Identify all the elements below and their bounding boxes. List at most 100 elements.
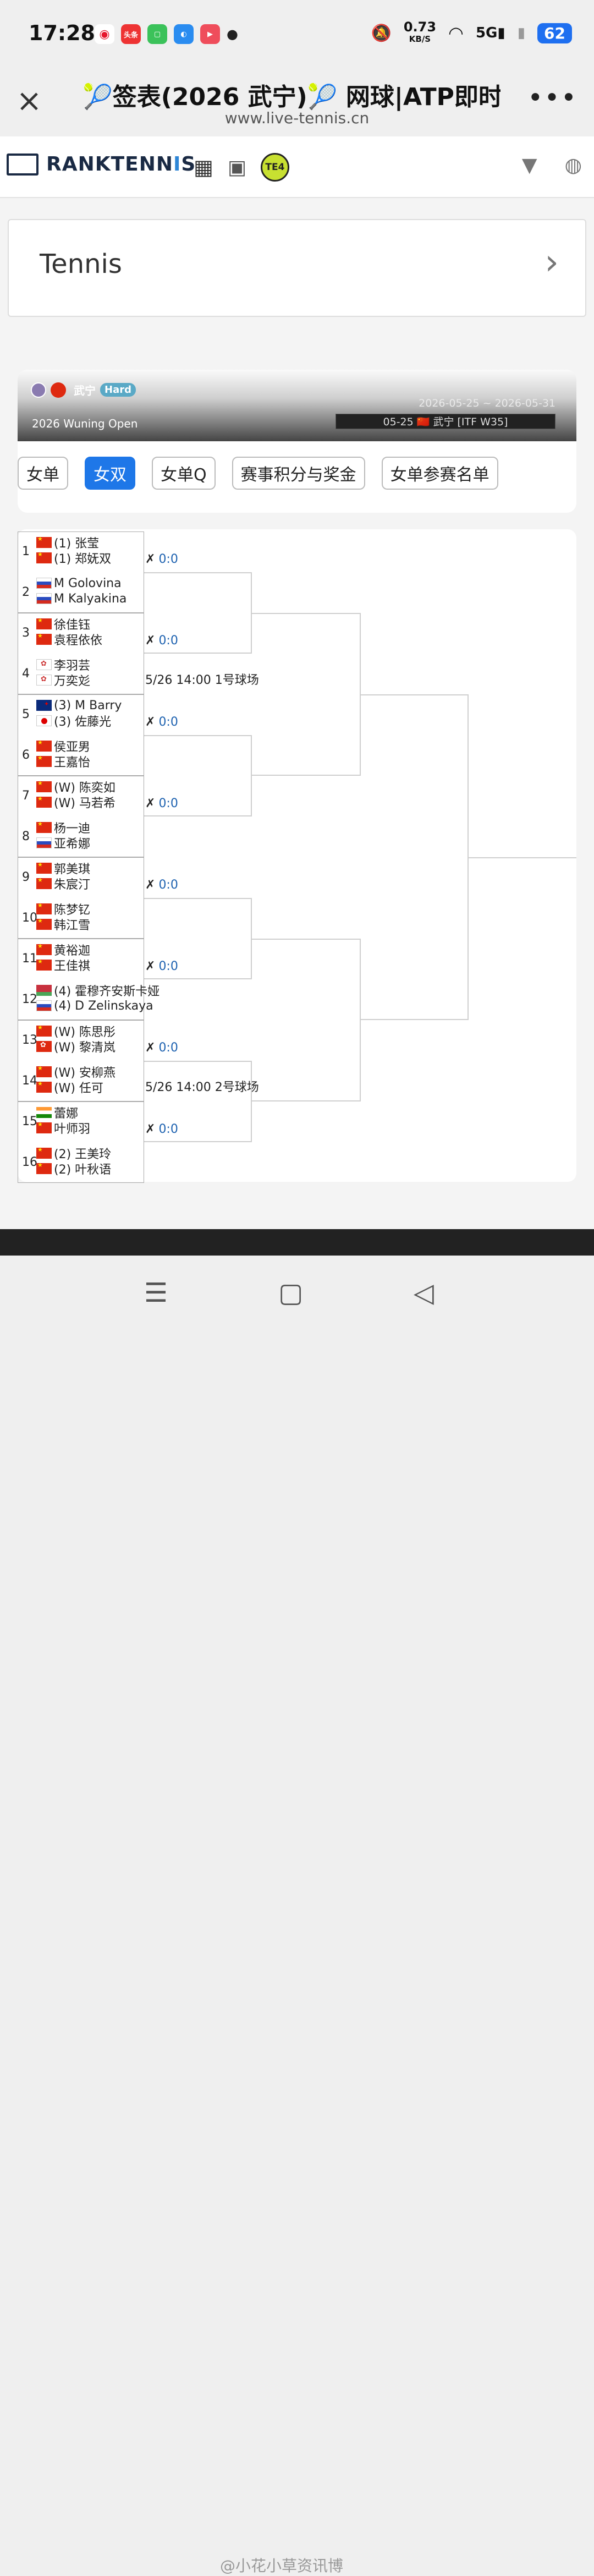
player-entry[interactable]: 万奕彣	[36, 672, 90, 688]
player-entry[interactable]: (W) 陈奕如	[36, 779, 116, 795]
player-entry[interactable]: M Golovina	[36, 576, 122, 591]
player-name: 王嘉怡	[54, 756, 91, 770]
cn-flag-icon	[36, 739, 52, 752]
te4-icon[interactable]: TE4	[260, 153, 289, 182]
match-score[interactable]: ✗0:0	[145, 1122, 178, 1136]
score-value: 0:0	[158, 715, 178, 729]
tennis-link-card[interactable]: Tennis ›	[8, 219, 586, 317]
tab-2[interactable]: 女单Q	[152, 457, 216, 490]
player-entry[interactable]: (W) 任可	[36, 1079, 103, 1095]
player-entry[interactable]: (W) 安柳燕	[36, 1064, 116, 1080]
site-logo[interactable]: RANKTENNIS	[7, 153, 196, 176]
player-entry[interactable]: (4) D Zelinskaya	[36, 998, 153, 1013]
seed-number: 2	[22, 585, 30, 599]
player-entry[interactable]: 黄裕迦	[36, 942, 90, 958]
h2h-icon: ✗	[145, 634, 156, 648]
seed-number: 9	[22, 870, 30, 884]
match-score[interactable]: ✗0:0	[145, 797, 178, 810]
player-entry[interactable]: M Kalyakina	[36, 591, 127, 606]
match-score[interactable]: ✗0:0	[145, 634, 178, 648]
player-entry[interactable]: (1) 张莹	[36, 535, 99, 551]
player-name: 韩江雪	[54, 919, 91, 933]
logo-text: RANKTENNIS	[46, 153, 196, 176]
r1-connector	[144, 735, 252, 816]
tab-3[interactable]: 赛事积分与奖金	[232, 457, 365, 490]
match-box	[18, 939, 144, 1020]
player-entry[interactable]: 韩江雪	[36, 917, 91, 933]
player-entry[interactable]: (3) M Barry	[36, 698, 122, 713]
grid-icon[interactable]: ▦	[194, 155, 213, 179]
player-entry[interactable]: 陈梦钇	[36, 901, 90, 917]
seed-number: 16	[22, 1155, 37, 1169]
player-entry[interactable]: 郭美琪	[36, 861, 90, 876]
player-entry[interactable]: 徐佳钰	[36, 616, 90, 632]
main-content: Tennis › 武宁 Hard 2026-05-25 ~ 2026-05-31…	[0, 198, 594, 1229]
player-name: M Golovina	[54, 576, 122, 590]
player-entry[interactable]: (2) 王美玲	[36, 1146, 111, 1161]
player-entry[interactable]: 杨一迪	[36, 820, 90, 836]
browser-navbar: × 🎾签表(2026 武宁)🎾 网球|ATP即时… www.live-tenni…	[0, 66, 594, 136]
h2h-icon: ✗	[145, 878, 156, 892]
seed-number: 5	[22, 708, 30, 721]
tab-0[interactable]: 女单	[18, 457, 68, 490]
player-name: (2) 王美玲	[54, 1148, 112, 1161]
page-footer	[0, 1229, 594, 1256]
nz-flag-icon	[36, 700, 52, 711]
match-score[interactable]: ✗0:0	[145, 878, 178, 892]
more-menu-icon[interactable]: •••	[527, 83, 578, 113]
ru-flag-icon	[36, 578, 52, 589]
match-score[interactable]: ✗0:0	[145, 552, 178, 566]
cn-flag-icon	[36, 632, 52, 645]
globe-icon[interactable]: ◍	[564, 154, 582, 177]
player-entry[interactable]: (2) 叶秋语	[36, 1161, 111, 1177]
match-schedule: 5/26 14:00 2号球场	[145, 1081, 259, 1094]
player-entry[interactable]: (W) 陈思彤	[36, 1023, 116, 1039]
hk-flag-icon	[36, 1041, 52, 1052]
menu-icon[interactable]: ☰	[144, 1278, 168, 1308]
video-camera-icon[interactable]: ▣	[227, 156, 246, 179]
tab-4[interactable]: 女单参赛名单	[381, 457, 498, 490]
seed-number: 12	[22, 993, 37, 1006]
event-tabs: 女单女双女单Q 赛事积分与奖金女单参赛名单	[18, 457, 498, 490]
cn-flag-icon	[36, 1146, 52, 1159]
tab-1[interactable]: 女双	[85, 457, 135, 490]
chevron-right-icon: ›	[544, 242, 559, 283]
match-score[interactable]: ✗0:0	[145, 960, 178, 973]
player-name: 王佳祺	[54, 960, 91, 973]
player-entry[interactable]: 袁程依依	[36, 632, 102, 648]
page-url: www.live-tennis.cn	[224, 109, 370, 127]
system-navbar: ☰ ▢ ◁ @小花小草资讯博	[0, 1256, 594, 2575]
in-flag-icon	[36, 1107, 52, 1118]
player-entry[interactable]: 亚希娜	[36, 835, 90, 851]
player-name: (W) 黎清岚	[54, 1041, 116, 1055]
tennis-label: Tennis	[40, 249, 122, 279]
signal-icon: 5G▮	[475, 25, 505, 41]
player-entry[interactable]: (W) 马若希	[36, 794, 116, 810]
cn-flag-icon	[36, 958, 52, 971]
home-icon[interactable]: ▢	[278, 1278, 304, 1308]
player-entry[interactable]: 王嘉怡	[36, 754, 91, 770]
weibo-icon: ◉	[95, 24, 114, 44]
player-entry[interactable]: 侯亚男	[36, 738, 90, 754]
tournament-selector[interactable]: 05-25 🇨🇳 武宁 [ITF W35]	[336, 414, 556, 429]
player-entry[interactable]: 叶师羽	[36, 1120, 90, 1136]
brand-part-b: I	[173, 153, 182, 176]
ru-flag-icon	[36, 593, 52, 604]
h2h-icon: ✗	[145, 960, 156, 973]
player-entry[interactable]: (3) 佐藤光	[36, 713, 111, 729]
back-icon[interactable]: ◁	[414, 1278, 434, 1308]
player-entry[interactable]: (W) 黎清岚	[36, 1039, 116, 1055]
player-entry[interactable]: 朱宸汀	[36, 876, 90, 892]
match-box	[18, 776, 144, 857]
player-entry[interactable]: 李羽芸	[36, 657, 90, 673]
player-entry[interactable]: 蕾娜	[36, 1105, 78, 1121]
player-entry[interactable]: (1) 郑妩双	[36, 550, 111, 566]
player-entry[interactable]: (4) 霍穆齐安斯卡娅	[36, 983, 160, 999]
shirt-icon[interactable]: ▼	[521, 154, 537, 177]
player-name: (4) 霍穆齐安斯卡娅	[54, 985, 160, 999]
close-icon[interactable]: ×	[16, 83, 42, 119]
match-score[interactable]: ✗0:0	[145, 715, 178, 729]
score-value: 0:0	[158, 552, 178, 566]
match-score[interactable]: ✗0:0	[145, 1041, 178, 1055]
player-entry[interactable]: 王佳祺	[36, 957, 90, 973]
